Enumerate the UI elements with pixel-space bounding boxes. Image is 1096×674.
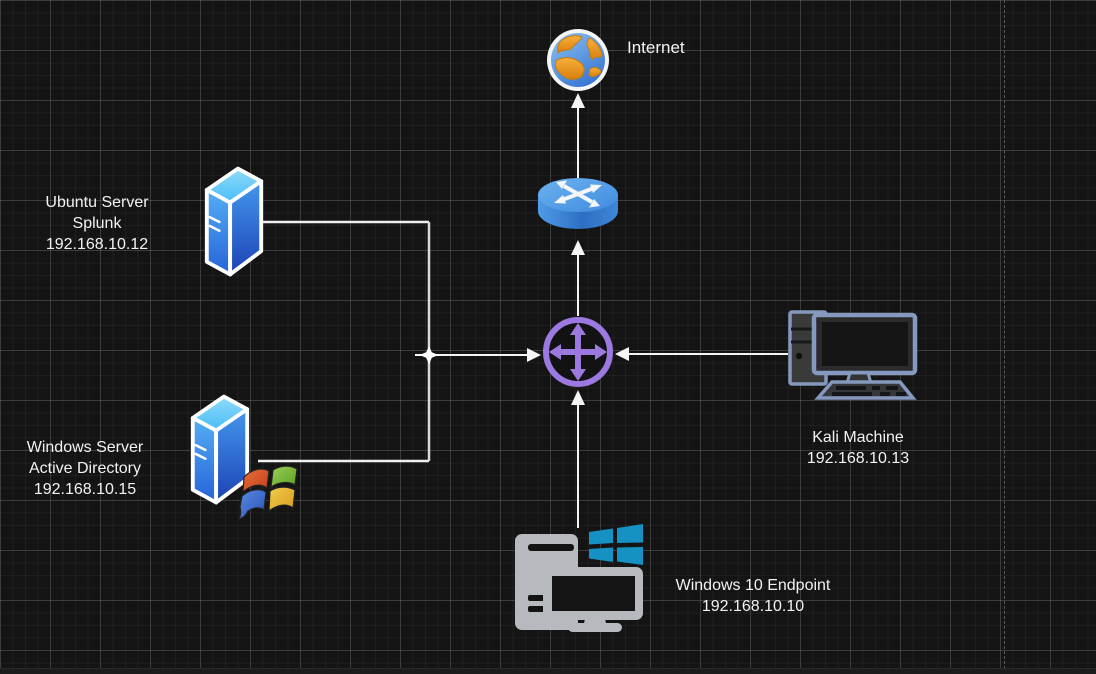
server-icon[interactable] — [200, 163, 268, 281]
page-boundary-line — [1004, 0, 1005, 674]
windows-server-name: Windows Server — [26, 439, 144, 456]
ubuntu-name: Ubuntu Server — [45, 194, 149, 211]
windows-server-label: Windows Server Active Directory 192.168.… — [5, 437, 165, 500]
edge-router-internet[interactable] — [571, 93, 585, 178]
canvas-bottom-edge — [0, 668, 1096, 674]
ubuntu-label: Ubuntu Server Splunk 192.168.10.12 — [17, 192, 177, 255]
kali-name: Kali Machine — [812, 429, 904, 446]
edge-hub-router[interactable] — [571, 240, 585, 316]
internet-label: Internet — [627, 38, 685, 57]
edge-win10-hub[interactable] — [571, 390, 585, 528]
win10-name: Windows 10 Endpoint — [675, 577, 831, 594]
edge-kali-hub[interactable] — [615, 347, 788, 361]
windows-server-role: Active Directory — [28, 460, 142, 477]
win10-label: Windows 10 Endpoint 192.168.10.10 — [663, 575, 843, 617]
windows-server-ip: 192.168.10.15 — [33, 481, 137, 498]
windows10-logo-icon — [589, 524, 643, 565]
windows-flag-icon[interactable] — [236, 461, 302, 524]
win10-ip: 192.168.10.10 — [701, 598, 805, 615]
ubuntu-role: Splunk — [72, 215, 122, 232]
server-icon[interactable] — [186, 391, 254, 509]
kali-label: Kali Machine 192.168.10.13 — [778, 427, 938, 469]
hub-icon[interactable] — [539, 313, 617, 391]
internet-globe-icon[interactable] — [546, 28, 610, 92]
kali-computer-icon[interactable] — [788, 308, 918, 400]
ubuntu-ip: 192.168.10.12 — [45, 236, 149, 253]
router-icon[interactable] — [536, 175, 620, 231]
junction-star-icon[interactable] — [419, 346, 439, 365]
win10-computer-icon[interactable] — [515, 523, 645, 633]
kali-ip: 192.168.10.13 — [806, 450, 910, 467]
